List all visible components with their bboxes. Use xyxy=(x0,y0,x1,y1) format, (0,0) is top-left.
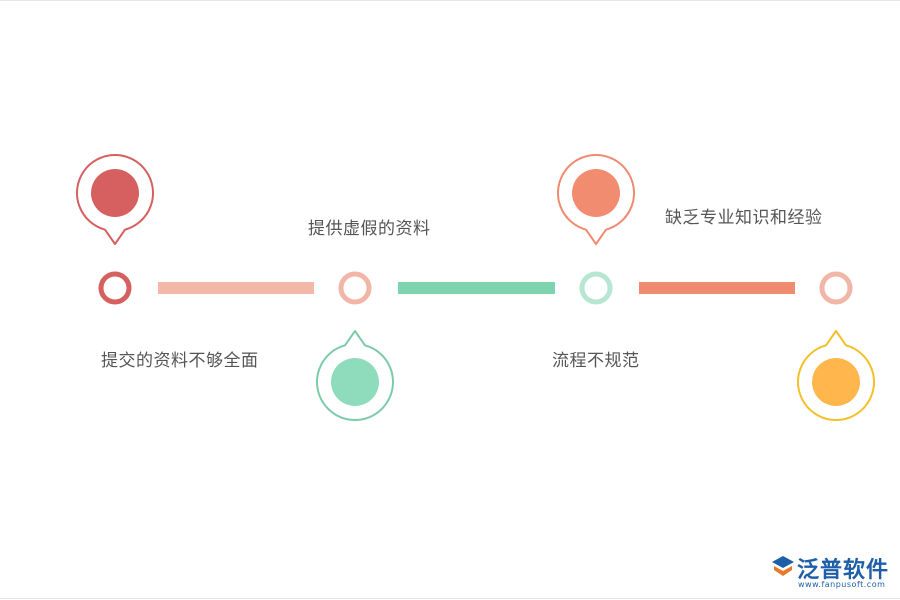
nodes xyxy=(98,271,853,305)
node-ring-1 xyxy=(98,271,132,305)
pin-dot-4 xyxy=(812,358,860,406)
node-ring-2 xyxy=(338,271,372,305)
connectors xyxy=(158,282,795,294)
step-label-3: 流程不规范 xyxy=(552,351,640,371)
brand-url: www.fanpusoft.com xyxy=(798,580,886,589)
pins xyxy=(76,154,875,421)
connector-bar-1 xyxy=(158,282,314,294)
node-ring-3 xyxy=(579,271,613,305)
pin-dot-3 xyxy=(572,169,620,217)
connector-bar-2 xyxy=(398,282,555,294)
brand-name: 泛普软件 xyxy=(797,558,890,583)
step-label-4: 缺乏专业知识和经验 xyxy=(665,208,823,228)
brand-logo-icon xyxy=(772,556,794,576)
step-label-2: 提供虚假的资料 xyxy=(308,219,431,239)
connector-bar-3 xyxy=(639,282,795,294)
bottom-border xyxy=(0,598,900,599)
brand-logo: 泛普软件 www.fanpusoft.com xyxy=(770,552,894,592)
pin-dot-1 xyxy=(91,169,139,217)
node-ring-4 xyxy=(819,271,853,305)
step-label-1: 提交的资料不够全面 xyxy=(101,351,259,371)
pin-dot-2 xyxy=(331,358,379,406)
top-border xyxy=(0,0,900,1)
